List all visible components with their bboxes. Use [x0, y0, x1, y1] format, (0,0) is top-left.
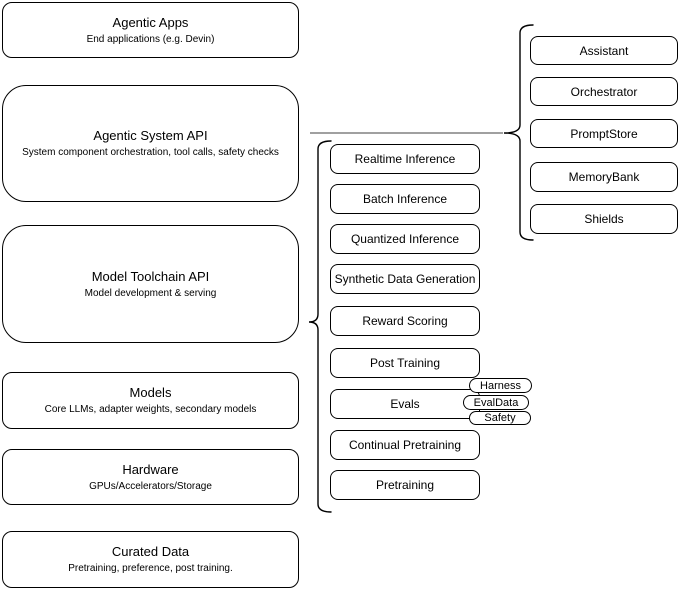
node-hardware: Hardware GPUs/Accelerators/Storage — [2, 449, 299, 505]
node-pretraining: Pretraining — [330, 470, 480, 500]
node-title: Agentic System API — [93, 128, 208, 143]
node-quantized-inference: Quantized Inference — [330, 224, 480, 254]
node-label: PromptStore — [570, 126, 638, 141]
node-orchestrator: Orchestrator — [530, 77, 678, 106]
node-title: Hardware — [122, 461, 179, 477]
node-label: Shields — [584, 212, 624, 226]
node-reward-scoring: Reward Scoring — [330, 306, 480, 336]
node-synthetic-data-generation: Synthetic Data Generation — [330, 264, 480, 294]
node-label: Continual Pretraining — [348, 438, 462, 452]
node-label: Batch Inference — [362, 192, 448, 206]
node-title: Models — [129, 385, 172, 400]
node-label: Synthetic Data Generation — [334, 272, 476, 286]
toolchain-brace — [308, 140, 332, 513]
node-title: Model Toolchain API — [91, 268, 210, 284]
node-memorybank: MemoryBank — [530, 162, 678, 192]
node-post-training: Post Training — [330, 348, 480, 378]
node-title: Curated Data — [111, 544, 190, 559]
node-label: Post Training — [369, 356, 441, 370]
node-agentic-apps: Agentic Apps End applications (e.g. Devi… — [2, 2, 299, 58]
tag-label: EvalData — [473, 396, 519, 409]
node-promptstore: PromptStore — [530, 119, 678, 148]
node-shields: Shields — [530, 204, 678, 234]
node-subtitle: End applications (e.g. Devin) — [86, 33, 215, 45]
node-batch-inference: Batch Inference — [330, 184, 480, 214]
node-label: Reward Scoring — [362, 314, 448, 328]
node-label: Orchestrator — [570, 84, 638, 99]
node-evals: Evals — [330, 389, 480, 419]
tag-evaldata: EvalData — [463, 395, 529, 410]
node-realtime-inference: Realtime Inference — [330, 144, 480, 174]
node-assistant: Assistant — [530, 36, 678, 65]
node-subtitle: GPUs/Accelerators/Storage — [89, 480, 212, 492]
node-label: Quantized Inference — [350, 232, 460, 246]
node-label: MemoryBank — [568, 170, 640, 184]
system-components-brace — [503, 24, 534, 241]
tag-label: Safety — [484, 412, 516, 424]
tag-safety: Safety — [469, 411, 531, 425]
node-subtitle: System component orchestration, tool cal… — [22, 147, 279, 158]
node-model-toolchain-api: Model Toolchain API Model development & … — [2, 225, 299, 343]
node-models: Models Core LLMs, adapter weights, secon… — [2, 372, 299, 429]
node-label: Evals — [390, 397, 420, 411]
node-title: Agentic Apps — [112, 14, 189, 30]
node-label: Realtime Inference — [354, 152, 456, 166]
node-curated-data: Curated Data Pretraining, preference, po… — [2, 531, 299, 588]
node-subtitle: Model development & serving — [84, 287, 217, 299]
node-label: Assistant — [579, 43, 629, 58]
node-subtitle: Pretraining, preference, post training. — [68, 563, 233, 574]
node-continual-pretraining: Continual Pretraining — [330, 430, 480, 460]
node-agentic-system-api: Agentic System API System component orch… — [2, 85, 299, 202]
node-subtitle: Core LLMs, adapter weights, secondary mo… — [44, 404, 257, 415]
node-label: Pretraining — [375, 478, 435, 492]
tag-harness: Harness — [469, 378, 532, 393]
tag-label: Harness — [480, 379, 521, 392]
